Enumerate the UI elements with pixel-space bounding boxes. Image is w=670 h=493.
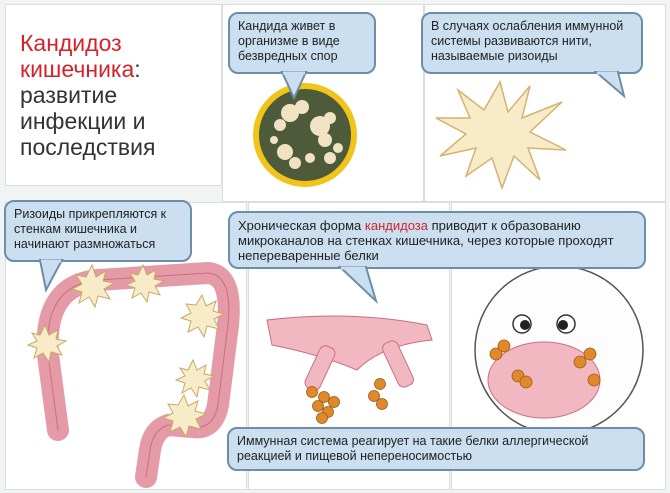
bubble-spores-tail [280, 71, 308, 101]
bubble-chronic: Хроническая форма кандидоза приводит к о… [228, 211, 646, 269]
bubble-immune: Иммунная система реагирует на такие белк… [227, 427, 645, 471]
title-panel [5, 4, 222, 186]
candida-spores [270, 100, 343, 169]
bubble-attach-text: Ризоиды прикрепляются к стенкам кишечник… [14, 207, 167, 251]
bubble-rhizoids-text: В случаях ослабления иммунной системы ра… [431, 19, 624, 63]
attached-candida [26, 263, 226, 439]
immune-cell-mouth [487, 341, 601, 419]
bubble-spores-text: Кандида живет в организме в виде безвред… [238, 19, 340, 63]
colon-edge [47, 272, 230, 478]
page-title: Кандидоз кишечника: развитие инфекции и … [20, 30, 220, 160]
absorbed-proteins [489, 339, 601, 389]
bubble-attach: Ризоиды прикрепляются к стенкам кишечник… [4, 200, 192, 262]
microchannels-illustration [266, 315, 433, 424]
bubble-rhizoids: В случаях ослабления иммунной системы ра… [421, 12, 643, 74]
candida-rhizoid-illustration [435, 80, 567, 191]
candida-cell [435, 80, 567, 191]
title-highlight: Кандидоз кишечника [20, 30, 135, 82]
intestinal-wall [266, 315, 433, 371]
undigested-proteins [306, 378, 388, 424]
immune-cell-illustration [474, 265, 644, 435]
bubble-spores: Кандида живет в организме в виде безвред… [228, 12, 376, 74]
bubble-chronic-tail [337, 266, 379, 305]
petri-dish-illustration [253, 83, 357, 187]
title-rest: : развитие инфекции и последствия [20, 56, 156, 160]
chronic-highlight: кандидоза [364, 218, 428, 233]
bubble-immune-text: Иммунная система реагирует на такие белк… [237, 434, 589, 463]
chronic-text-end: приводит к образованию микроканалов на с… [238, 218, 614, 263]
chronic-text-start: Хроническая форма [238, 218, 365, 233]
bubble-attach-tail [38, 259, 64, 293]
intestine-illustration [26, 262, 240, 488]
bubble-rhizoids-tail [593, 71, 626, 99]
micro-channel-right [382, 340, 414, 388]
